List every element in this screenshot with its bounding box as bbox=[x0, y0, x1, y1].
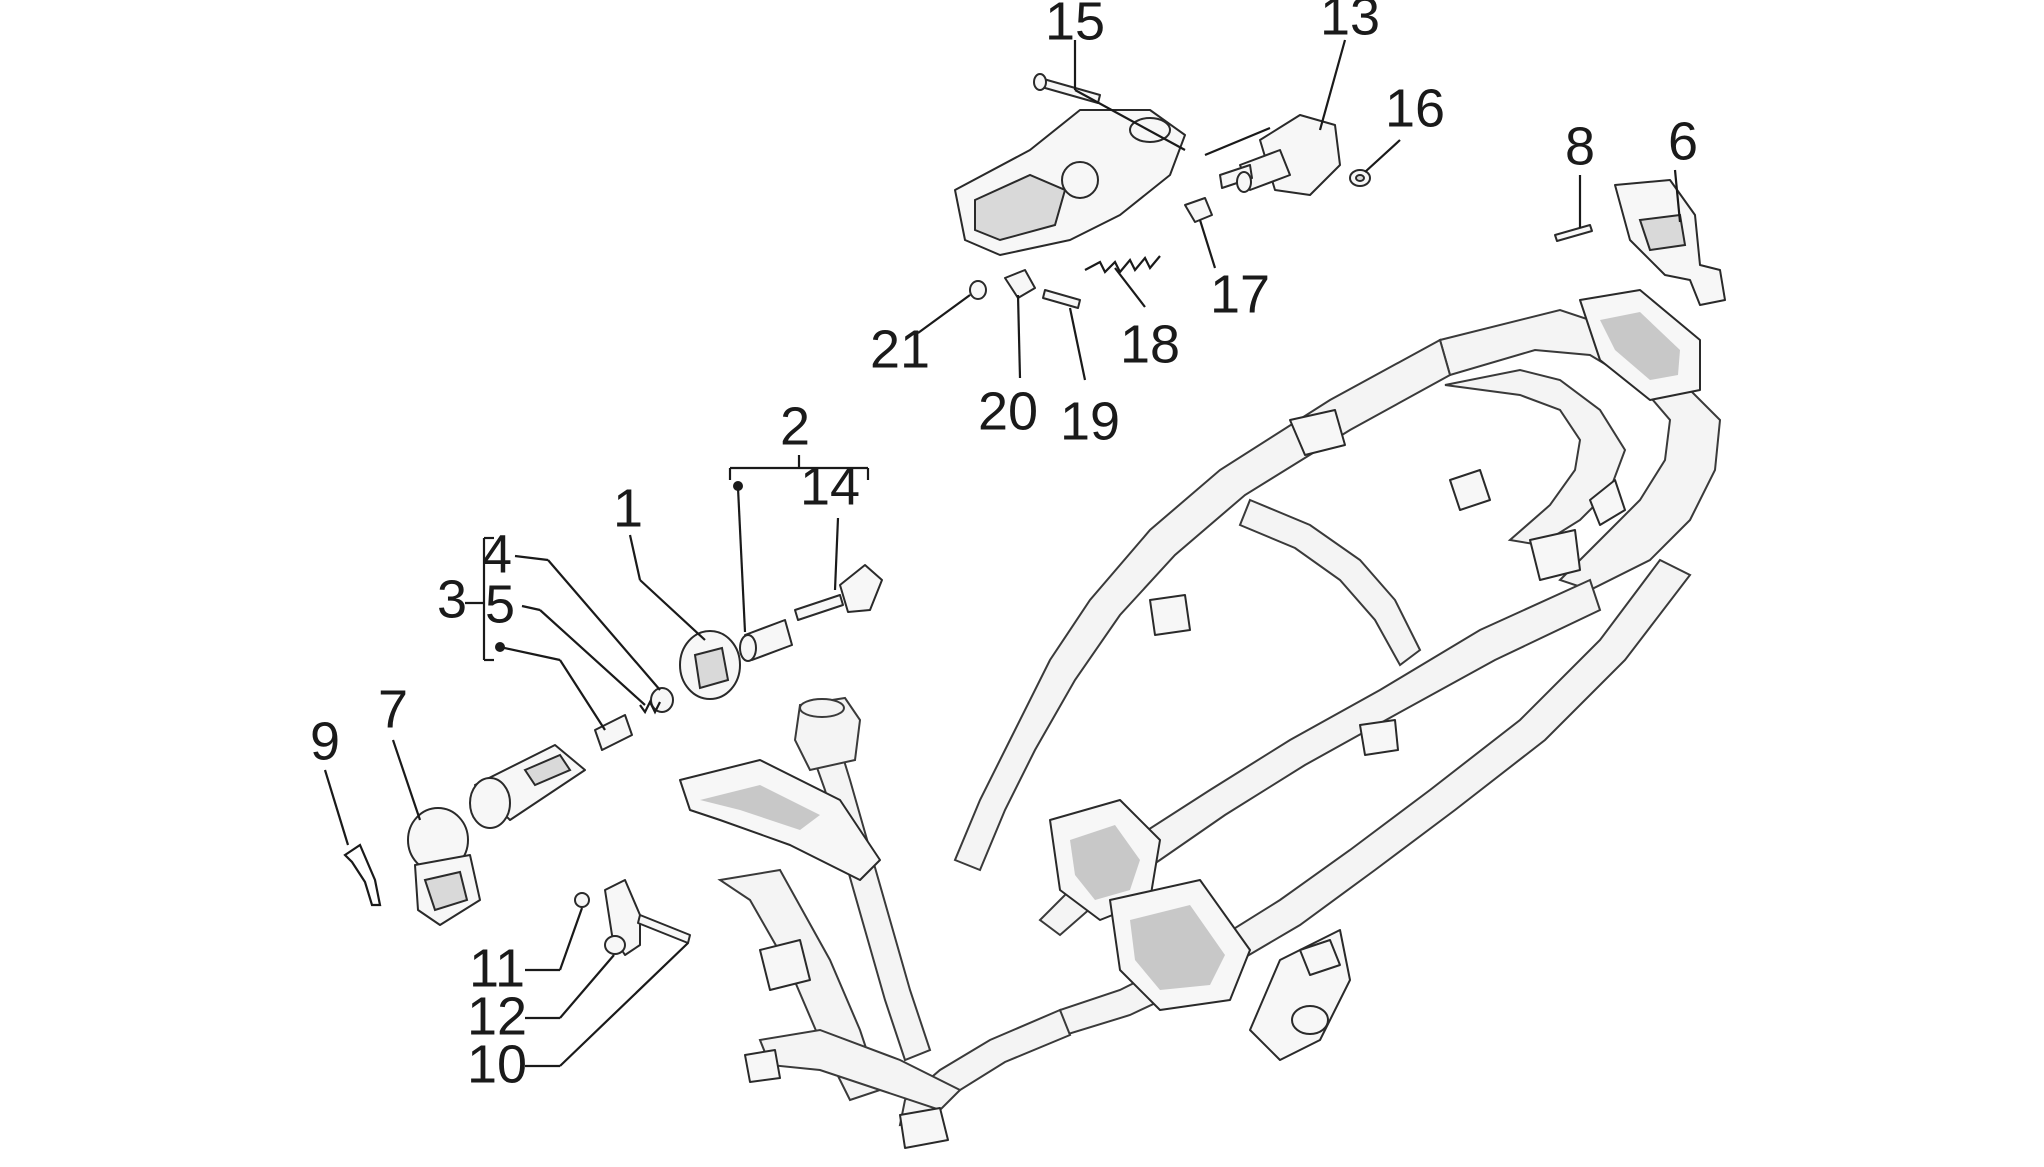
part-8-screw bbox=[1554, 224, 1593, 242]
label-3: 3 bbox=[437, 569, 467, 629]
label-1: 1 bbox=[613, 478, 643, 538]
part-15-bolt bbox=[1033, 73, 1101, 104]
part-18-spring bbox=[1084, 255, 1161, 274]
label-18: 18 bbox=[1120, 314, 1180, 374]
part-6-latch bbox=[1614, 179, 1726, 306]
label-8: 8 bbox=[1565, 116, 1595, 176]
part-21-washer bbox=[969, 280, 987, 300]
label-10: 10 bbox=[467, 1034, 527, 1094]
bullet-dots bbox=[495, 481, 743, 652]
label-20: 20 bbox=[978, 381, 1038, 441]
part-16-nut bbox=[1349, 169, 1371, 187]
label-4: 4 bbox=[482, 524, 512, 584]
part-13-actuator bbox=[1219, 114, 1341, 196]
label-17: 17 bbox=[1210, 264, 1270, 324]
label-16: 16 bbox=[1385, 78, 1445, 138]
leader-lines bbox=[323, 39, 1682, 1068]
label-2: 2 bbox=[780, 396, 810, 456]
label-21: 21 bbox=[870, 319, 930, 379]
part-19-pin bbox=[1042, 289, 1081, 309]
part-17-clip bbox=[1184, 197, 1213, 223]
part-11-nut bbox=[574, 892, 590, 908]
part-9-clip bbox=[343, 843, 382, 907]
label-13: 13 bbox=[1320, 0, 1380, 46]
label-11: 11 bbox=[469, 938, 525, 998]
label-5: 5 bbox=[485, 574, 515, 634]
label-7: 7 bbox=[378, 679, 408, 739]
part-labels: 15 13 16 8 6 17 18 21 20 19 2 14 1 4 3 5… bbox=[310, 0, 1698, 1094]
part-lock-barrel bbox=[469, 744, 586, 829]
part-7-housing bbox=[407, 807, 481, 926]
part-10-pin bbox=[637, 914, 691, 944]
label-6: 6 bbox=[1668, 111, 1698, 171]
label-14: 14 bbox=[800, 456, 860, 516]
part-12-lever bbox=[604, 879, 641, 956]
part-14-key bbox=[794, 564, 883, 621]
part-5-spring bbox=[639, 699, 661, 715]
part-seat-lock-housing bbox=[954, 109, 1186, 256]
label-12: 12 bbox=[467, 986, 527, 1046]
label-19: 19 bbox=[1060, 391, 1120, 451]
label-15: 15 bbox=[1045, 0, 1105, 51]
scooter-frame bbox=[679, 289, 1722, 1149]
part-3-latch-pin bbox=[594, 714, 633, 751]
part-20-lever bbox=[1004, 269, 1036, 299]
part-1-lock-ring bbox=[679, 630, 741, 700]
part-4-washer bbox=[650, 687, 674, 713]
label-9: 9 bbox=[310, 711, 340, 771]
part-2-lock-cylinder bbox=[739, 619, 793, 662]
